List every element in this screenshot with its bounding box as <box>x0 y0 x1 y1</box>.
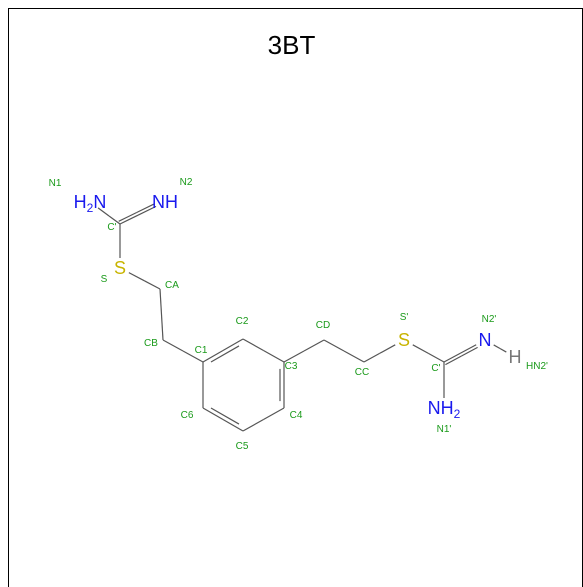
bond-C1-C2-second <box>210 345 240 363</box>
bond-layer <box>97 203 507 432</box>
atom-label-C3: C3 <box>285 361 298 372</box>
bond-Cp-N2p-second-a <box>445 355 462 366</box>
atom-label-CA: CA <box>165 280 179 291</box>
atom-label-H: HN2' <box>526 361 548 372</box>
bond-C5-C6-second <box>210 407 240 425</box>
bond-CD-CC-half-b <box>343 350 365 363</box>
atom-label-Sp: S' <box>400 312 409 323</box>
bond-C3-CD-half-a <box>283 350 305 363</box>
atom-symbol-N1: H2N <box>74 192 107 215</box>
atom-symbol-S: S <box>114 258 126 278</box>
bond-N2-C-second-b <box>118 211 137 222</box>
atom-label-N1: N1 <box>49 178 62 189</box>
atom-label-C5: C5 <box>236 441 249 452</box>
atom-label-N2p: N2' <box>482 314 497 325</box>
bond-C5-C6-half-a <box>222 418 244 432</box>
atom-label-CC: CC <box>355 367 369 378</box>
bond-Cp-N2p-second-b <box>461 346 478 357</box>
bond-CC-Sp-half-b <box>379 344 396 354</box>
bond-CA-CB-half-b <box>160 314 164 341</box>
bond-N2p-H-half-b <box>499 347 507 353</box>
bond-N2-C-half-a <box>137 205 157 216</box>
bond-N2p-H-half-a <box>493 344 501 350</box>
atom-symbol-H: H <box>509 347 522 367</box>
atom-label-N2: N2 <box>180 177 193 188</box>
bond-N2-C-half-b <box>119 214 139 225</box>
atom-label-CD: CD <box>316 320 330 331</box>
bond-CC-Sp-half-a <box>363 352 380 363</box>
atom-label-C1: C1 <box>195 345 208 356</box>
atom-symbol-N1p: NH2 <box>428 398 461 421</box>
bond-Cp-N2p-half-b <box>459 344 477 354</box>
atom-symbol-N2: NH <box>152 192 178 212</box>
atom-label-C: C' <box>107 222 116 233</box>
bond-Sp-Cp-half-a <box>412 344 429 354</box>
atom-symbol-Sp: S <box>398 330 410 350</box>
bond-C1-C2-half-a <box>202 349 224 363</box>
bond-C4-C5-half-a <box>263 407 285 421</box>
bond-N1-C-half-a <box>97 207 110 217</box>
bond-Sp-Cp-half-b <box>428 352 445 363</box>
atom-label-CB: CB <box>144 338 158 349</box>
atom-label-C2: C2 <box>236 316 249 327</box>
atom-label-N1p: N1' <box>437 424 452 435</box>
bond-C2-C3-half-b <box>263 349 285 363</box>
bond-C1-C2-half-b <box>222 338 244 352</box>
atom-label-C4: C4 <box>290 410 303 421</box>
bond-S-CA-half-b <box>144 280 161 290</box>
bond-C4-C5-half-b <box>242 418 264 432</box>
atom-label-Cp: C' <box>431 363 440 374</box>
diagram-frame <box>8 8 583 587</box>
bond-CB-C1-half-a <box>162 339 184 352</box>
bond-Cp-N2p-half-a <box>443 352 461 363</box>
atom-label-C6: C6 <box>181 410 194 421</box>
bond-CA-CB-half-a <box>159 288 163 315</box>
bond-N2-C-second-a <box>136 203 155 214</box>
bond-CB-C1-half-b <box>182 350 204 363</box>
bond-CD-CC-half-a <box>323 339 345 352</box>
bond-S-CA-half-a <box>128 272 145 282</box>
bond-C3-CD-half-b <box>303 339 325 352</box>
bond-N1-C-half-b <box>108 215 121 225</box>
bond-C2-C3-half-a <box>242 338 264 352</box>
atom-label-S: S <box>101 274 108 285</box>
atom-symbol-N2p: N <box>479 330 492 350</box>
bond-C5-C6-half-b <box>202 407 224 421</box>
page-title: 3BT <box>267 30 316 60</box>
